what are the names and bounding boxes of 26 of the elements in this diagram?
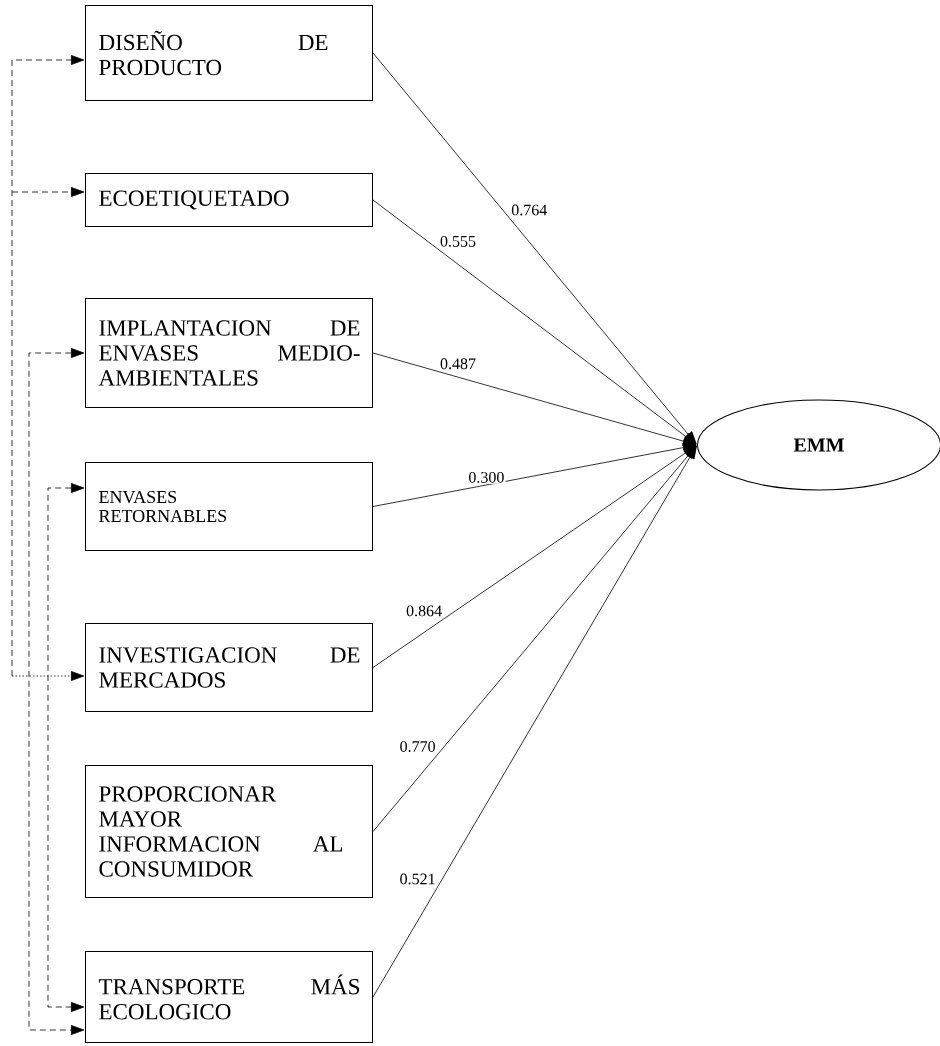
variable-box: INVESTIGACION DE MERCADOS bbox=[85, 623, 373, 712]
arrow bbox=[372, 445, 697, 832]
edge-label: 0.764 bbox=[510, 203, 549, 217]
edge-label: 0.770 bbox=[398, 740, 437, 753]
arrow bbox=[372, 52, 697, 445]
edge-label: 0.864 bbox=[405, 604, 444, 618]
arrow bbox=[11, 187, 85, 197]
variable-box: PROPORCIONAR MAYOR INFORMACION AL CONSUMIDOR bbox=[85, 765, 373, 898]
arrow bbox=[372, 445, 697, 668]
edge-label: 0.300 bbox=[467, 470, 506, 484]
arrow bbox=[372, 199, 697, 445]
arrow bbox=[372, 445, 697, 998]
variable-box: DISEÑO DE PRODUCTO bbox=[85, 5, 373, 101]
variable-box: ECOETIQUETADO bbox=[85, 173, 373, 227]
edge-label: 0.521 bbox=[398, 872, 437, 886]
arrow bbox=[372, 442, 697, 507]
arrow bbox=[47, 483, 85, 1012]
arrow bbox=[11, 55, 85, 677]
variable-box: TRANSPORTE MÁS ECOLOGICO bbox=[85, 951, 373, 1043]
edge-label: 0.487 bbox=[439, 357, 477, 371]
arrow bbox=[11, 671, 85, 681]
edge-label: 0.555 bbox=[439, 234, 477, 248]
arrow bbox=[28, 348, 85, 1035]
arrow bbox=[372, 352, 697, 447]
variable-box: IMPLANTACION DE ENVASES MEDIO-AMBIENTALES bbox=[85, 298, 373, 408]
variable-box: ENVASES RETORNABLES bbox=[85, 462, 373, 551]
